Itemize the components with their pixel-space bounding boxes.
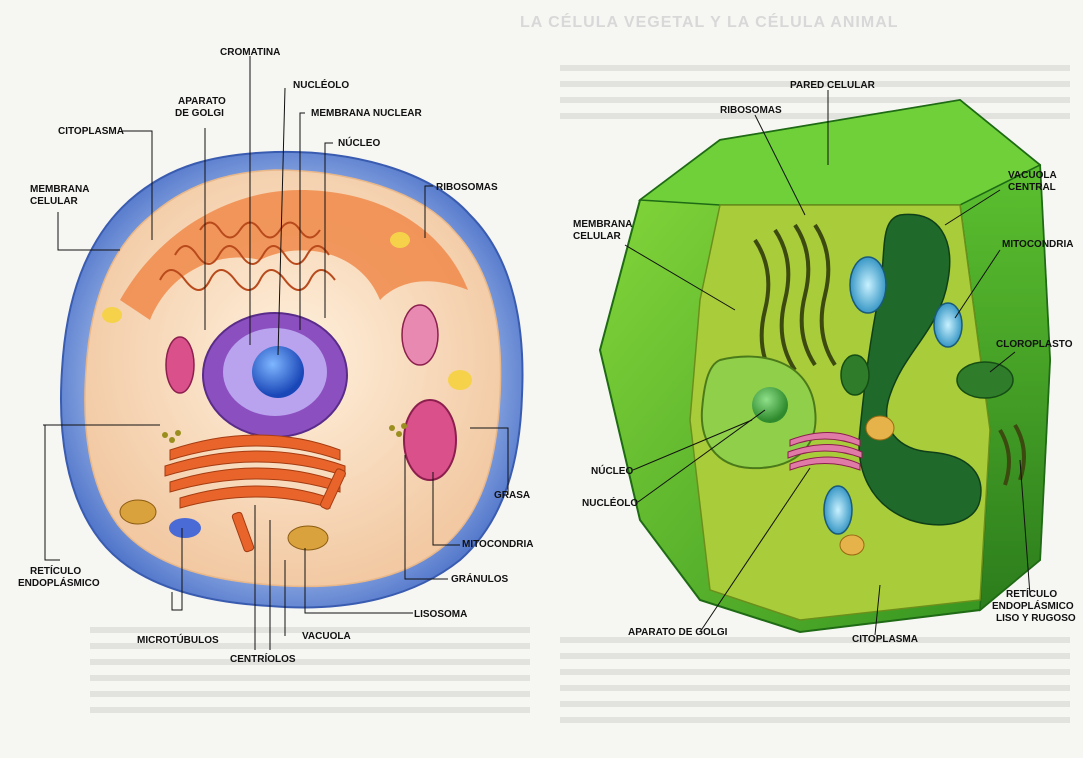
plant-labels: PARED CELULAR RIBOSOMAS VACUOLA CENTRAL …: [573, 80, 1076, 645]
label-reticulo-plant-2: ENDOPLÁSMICO: [992, 599, 1074, 612]
label-aparato-golgi-1: APARATO: [178, 96, 226, 107]
label-mitocondria-plant: MITOCONDRIA: [1002, 239, 1073, 250]
label-pared-celular: PARED CELULAR: [790, 80, 876, 91]
animal-fat-droplet: [448, 370, 472, 390]
label-membrana-celular-2: CELULAR: [30, 196, 79, 207]
animal-golgi: [164, 434, 346, 509]
animal-cell: [60, 150, 524, 609]
animal-labels: CROMATINA NUCLÉOLO APARATO DE GOLGI MEMB…: [18, 47, 533, 665]
plant-golgi: [787, 432, 863, 471]
label-nucleolo-plant: NUCLÉOLO: [582, 496, 638, 509]
animal-lysosome: [119, 499, 157, 525]
animal-centrioles: [231, 468, 346, 553]
label-nucleolo: NUCLÉOLO: [293, 78, 349, 91]
animal-mitochondrion-2: [401, 304, 439, 366]
label-citoplasma-plant: CITOPLASMA: [852, 634, 918, 645]
label-citoplasma: CITOPLASMA: [58, 126, 124, 137]
leader-lines: [43, 56, 1031, 650]
label-granulos: GRÁNULOS: [451, 572, 509, 585]
animal-fat-droplet-2: [390, 232, 410, 248]
label-reticulo-2: ENDOPLÁSMICO: [18, 576, 100, 589]
label-aparato-golgi-2: DE GOLGI: [175, 108, 224, 119]
label-membrana-nuclear: MEMBRANA NUCLEAR: [311, 108, 423, 119]
label-centriolos: CENTRÍOLOS: [230, 652, 296, 665]
animal-mitochondrion: [403, 399, 457, 481]
plant-nucleolus: [752, 387, 788, 423]
background-text-lines: [90, 65, 1070, 723]
label-mitocondria: MITOCONDRIA: [462, 539, 533, 550]
plant-mitochondrion-2: [933, 302, 963, 348]
label-membrana-celular-plant-1: MEMBRANA: [573, 219, 632, 230]
label-vacuola-central-1: VACUOLA: [1008, 170, 1057, 181]
label-nucleo: NÚCLEO: [338, 136, 380, 149]
animal-granules: [162, 423, 407, 443]
label-nucleo-plant: NÚCLEO: [591, 464, 633, 477]
label-reticulo-plant-3: LISO Y RUGOSO: [996, 613, 1076, 624]
plant-chloroplast: [956, 361, 1014, 399]
plant-mitochondrion-3: [823, 485, 853, 535]
label-lisosoma: LISOSOMA: [414, 609, 467, 620]
page-title: LA CÉLULA VEGETAL Y LA CÉLULA ANIMAL: [520, 14, 899, 31]
label-membrana-celular-plant-2: CELULAR: [573, 231, 622, 242]
plant-granule-2: [839, 534, 865, 556]
animal-blue-vesicle: [169, 518, 201, 538]
plant-chloroplast-2: [840, 354, 870, 396]
plant-cell: [598, 98, 1052, 634]
label-reticulo-plant-1: RETÍCULO: [1006, 587, 1057, 600]
plant-mitochondrion: [849, 256, 887, 314]
animal-vacuole: [287, 525, 329, 551]
label-grasa: GRASA: [494, 490, 530, 501]
label-vacuola: VACUOLA: [302, 631, 351, 642]
label-ribosomas: RIBOSOMAS: [436, 182, 498, 193]
label-microtubulos: MICROTÚBULOS: [137, 633, 219, 646]
animal-mitochondrion-3: [165, 336, 195, 394]
animal-nucleolus: [252, 346, 304, 398]
plant-granule: [865, 415, 895, 441]
label-reticulo-1: RETÍCULO: [30, 564, 81, 577]
animal-fat-droplet-3: [102, 307, 122, 323]
label-cromatina: CROMATINA: [220, 47, 280, 58]
label-membrana-celular-1: MEMBRANA: [30, 184, 89, 195]
label-cloroplasto: CLOROPLASTO: [996, 339, 1073, 350]
label-aparato-golgi-plant: APARATO DE GOLGI: [628, 627, 728, 638]
label-vacuola-central-2: CENTRAL: [1008, 182, 1056, 193]
label-ribosomas-plant: RIBOSOMAS: [720, 105, 782, 116]
